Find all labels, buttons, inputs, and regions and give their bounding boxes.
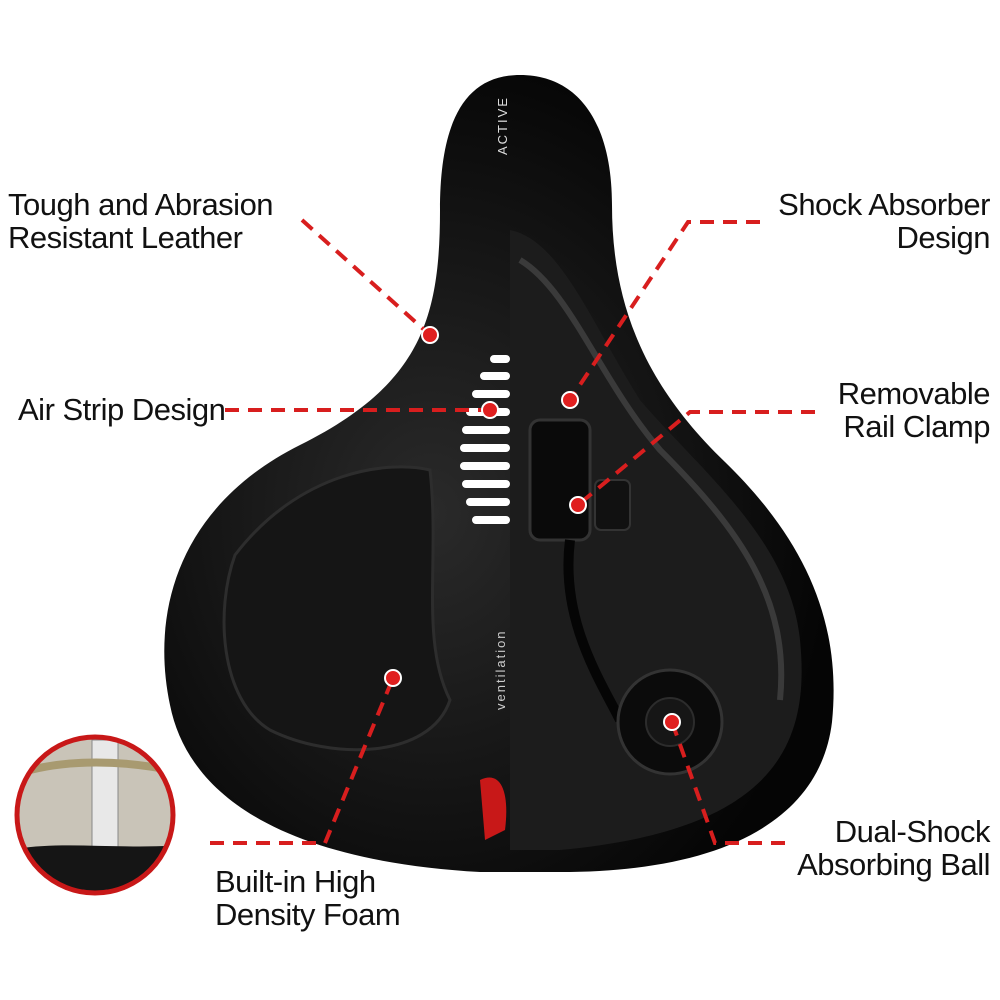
callout-shock-line1: Shock Absorber: [778, 187, 990, 222]
foam-inset: [17, 737, 173, 893]
callout-foam-line1: Built-in High: [215, 864, 376, 899]
saddle-brand-text: ACTIVE: [495, 96, 510, 155]
callout-leather-line1: Tough and Abrasion: [8, 187, 274, 222]
mechanism-cutaway: [510, 230, 802, 850]
callout-foam: Built-in High Density Foam: [215, 864, 401, 932]
callout-rail-clamp: Removable Rail Clamp: [837, 376, 991, 444]
callout-dots: [384, 326, 681, 731]
callout-rail-line2: Rail Clamp: [843, 409, 990, 444]
callout-shock-line2: Design: [896, 220, 991, 255]
callout-air-strip-line1: Air Strip Design: [18, 392, 226, 427]
callout-rail-line1: Removable: [837, 376, 991, 411]
callout-air-strip: Air Strip Design: [18, 392, 226, 427]
callout-leather-line2: Resistant Leather: [8, 220, 243, 255]
callout-leather: Tough and Abrasion Resistant Leather: [8, 187, 274, 255]
callout-ball: Dual-Shock Absorbing Ball: [797, 815, 990, 881]
callout-lines: [210, 218, 815, 845]
callout-foam-line2: Density Foam: [215, 897, 401, 932]
callout-ball-line1: Dual-Shock: [834, 814, 991, 849]
callout-shock-absorber: Shock Absorber Design: [778, 188, 990, 254]
callout-ball-line2: Absorbing Ball: [797, 847, 990, 882]
ventilation-text: ventilation: [493, 629, 508, 710]
